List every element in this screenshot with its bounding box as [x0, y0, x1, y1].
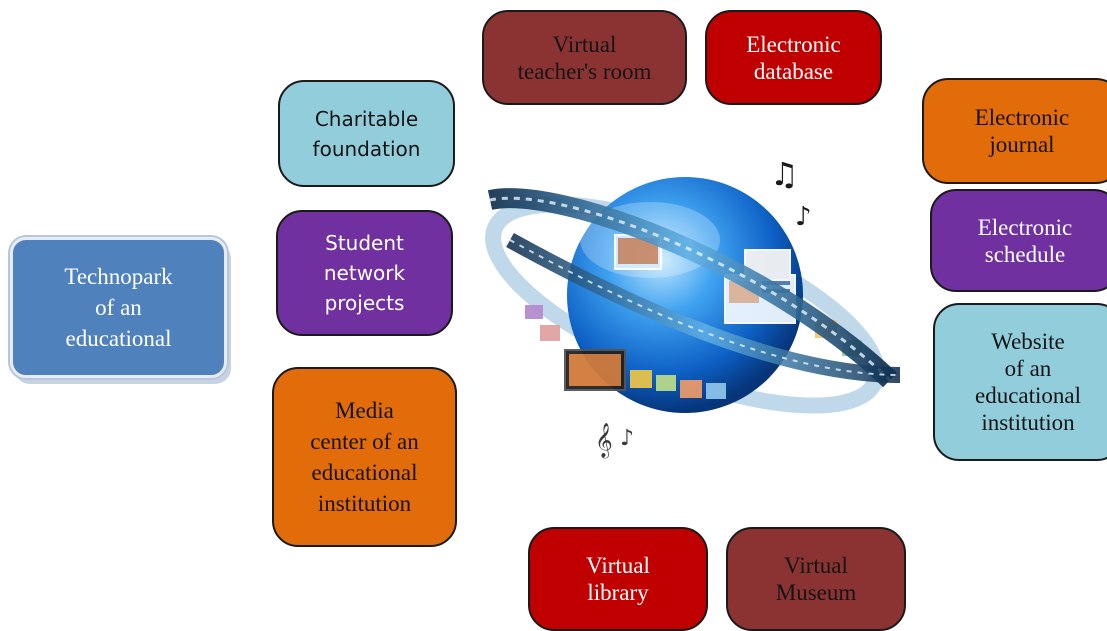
node-charitable-foundation: Charitable foundation — [278, 80, 455, 187]
central-node-label: Technopark of an educational — [64, 264, 173, 351]
svg-text:𝄞: 𝄞 — [595, 423, 613, 459]
svg-text:♪: ♪ — [795, 202, 812, 232]
globe-media-icon: ♫ ♪ 𝄞 ♪ — [485, 155, 901, 459]
node-electronic-journal: Electronic journal — [922, 78, 1107, 184]
central-node-technopark: Technopark of an educational — [10, 237, 227, 378]
node-label: Media center of an educational instituti… — [310, 398, 419, 516]
node-website: Website of an educational institution — [933, 303, 1107, 461]
node-virtual-library: Virtual library — [528, 527, 708, 631]
svg-text:♫: ♫ — [770, 155, 799, 193]
node-label: Electronic database — [746, 31, 841, 84]
node-label: Charitable foundation — [312, 106, 421, 161]
node-virtual-teachers-room: Virtual teacher's room — [482, 10, 687, 105]
node-label: Electronic schedule — [977, 214, 1073, 267]
node-label: Virtual library — [586, 553, 650, 605]
node-label: Student network projects — [323, 231, 406, 315]
node-student-network-projects: Student network projects — [276, 210, 453, 336]
node-virtual-museum: Virtual Museum — [726, 527, 906, 631]
node-media-center: Media center of an educational instituti… — [272, 367, 457, 547]
node-electronic-schedule: Electronic schedule — [930, 189, 1107, 292]
node-label: Electronic journal — [974, 105, 1070, 157]
node-label: Virtual teacher's room — [517, 31, 652, 84]
node-electronic-database: Electronic database — [705, 10, 882, 105]
node-label: Website of an educational institution — [974, 329, 1081, 435]
svg-text:♪: ♪ — [620, 426, 634, 451]
node-label: Virtual Museum — [775, 553, 857, 605]
